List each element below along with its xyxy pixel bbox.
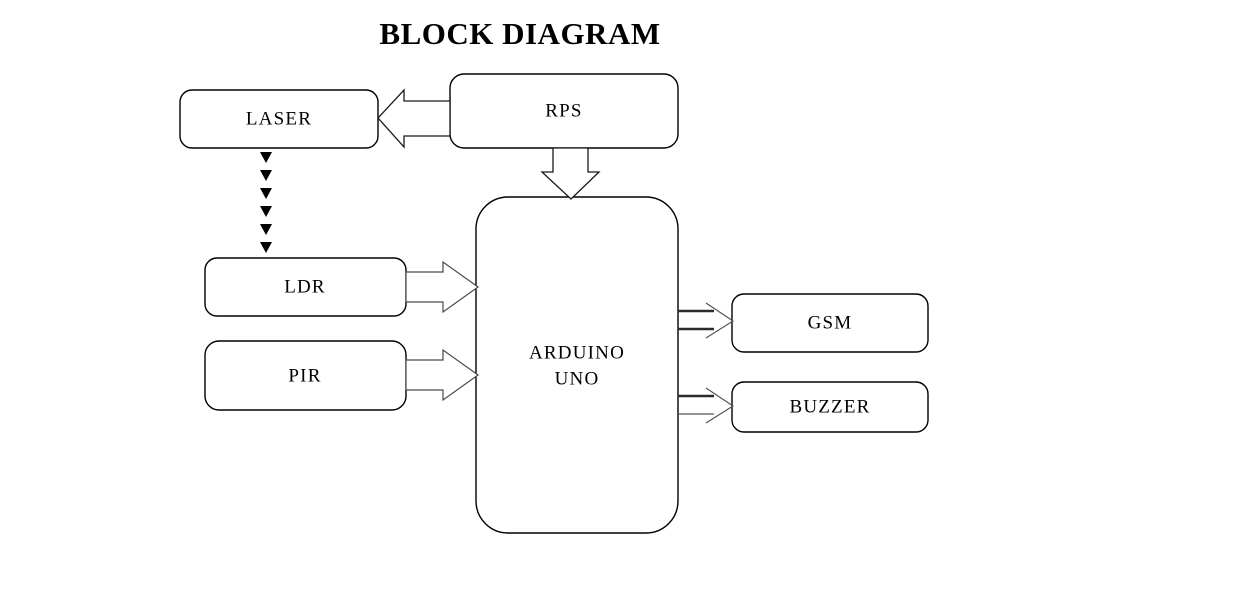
node-rps[interactable]: RPS (449, 73, 679, 149)
node-laser-box[interactable] (179, 89, 379, 149)
connector-rps-to-arduino (540, 147, 601, 200)
rps-to-laser-arrow (377, 88, 451, 149)
beam-triangle-icon (260, 242, 272, 253)
node-pir-label: PIR (288, 365, 321, 386)
beam-triangle-icon (260, 170, 272, 181)
connector-ldr-to-arduino (405, 260, 480, 314)
node-gsm[interactable]: GSM (731, 293, 929, 353)
node-pir[interactable]: PIR (204, 340, 407, 411)
node-laser[interactable]: LASER (179, 89, 379, 149)
node-arduino-uno-label-line1: ARDUINO (529, 342, 625, 363)
node-buzzer-label: BUZZER (789, 396, 870, 417)
connector-rps-to-laser (377, 88, 451, 149)
beam-triangle-icon (260, 152, 272, 163)
connector-pir-to-arduino (405, 348, 480, 402)
connector-arduino-to-buzzer (678, 387, 735, 424)
arduino-to-gsm-arrowhead (705, 302, 735, 339)
node-arduino-uno-label-line2: UNO (555, 368, 600, 389)
node-arduino-uno-box[interactable] (475, 196, 679, 534)
beam-triangle-icon (260, 206, 272, 217)
node-rps-label: RPS (545, 100, 582, 121)
arduino-to-buzzer-arrowhead (705, 387, 735, 424)
node-arduino-uno[interactable]: ARDUINO UNO (475, 196, 679, 534)
node-ldr-label: LDR (284, 276, 326, 297)
beam-triangle-icon (260, 188, 272, 199)
node-gsm-label: GSM (808, 312, 853, 333)
connector-arduino-to-gsm (678, 302, 735, 339)
node-ldr[interactable]: LDR (204, 257, 407, 317)
node-gsm-box[interactable] (731, 293, 929, 353)
beam-triangle-icon (260, 224, 272, 235)
node-buzzer[interactable]: BUZZER (731, 381, 929, 433)
rps-to-arduino-arrow (540, 147, 601, 200)
ldr-to-arduino-arrow (405, 260, 480, 314)
connector-laser-to-ldr (260, 152, 272, 253)
pir-to-arduino-arrow (405, 348, 480, 402)
node-laser-label: LASER (246, 108, 312, 129)
page-title: BLOCK DIAGRAM (379, 16, 661, 51)
